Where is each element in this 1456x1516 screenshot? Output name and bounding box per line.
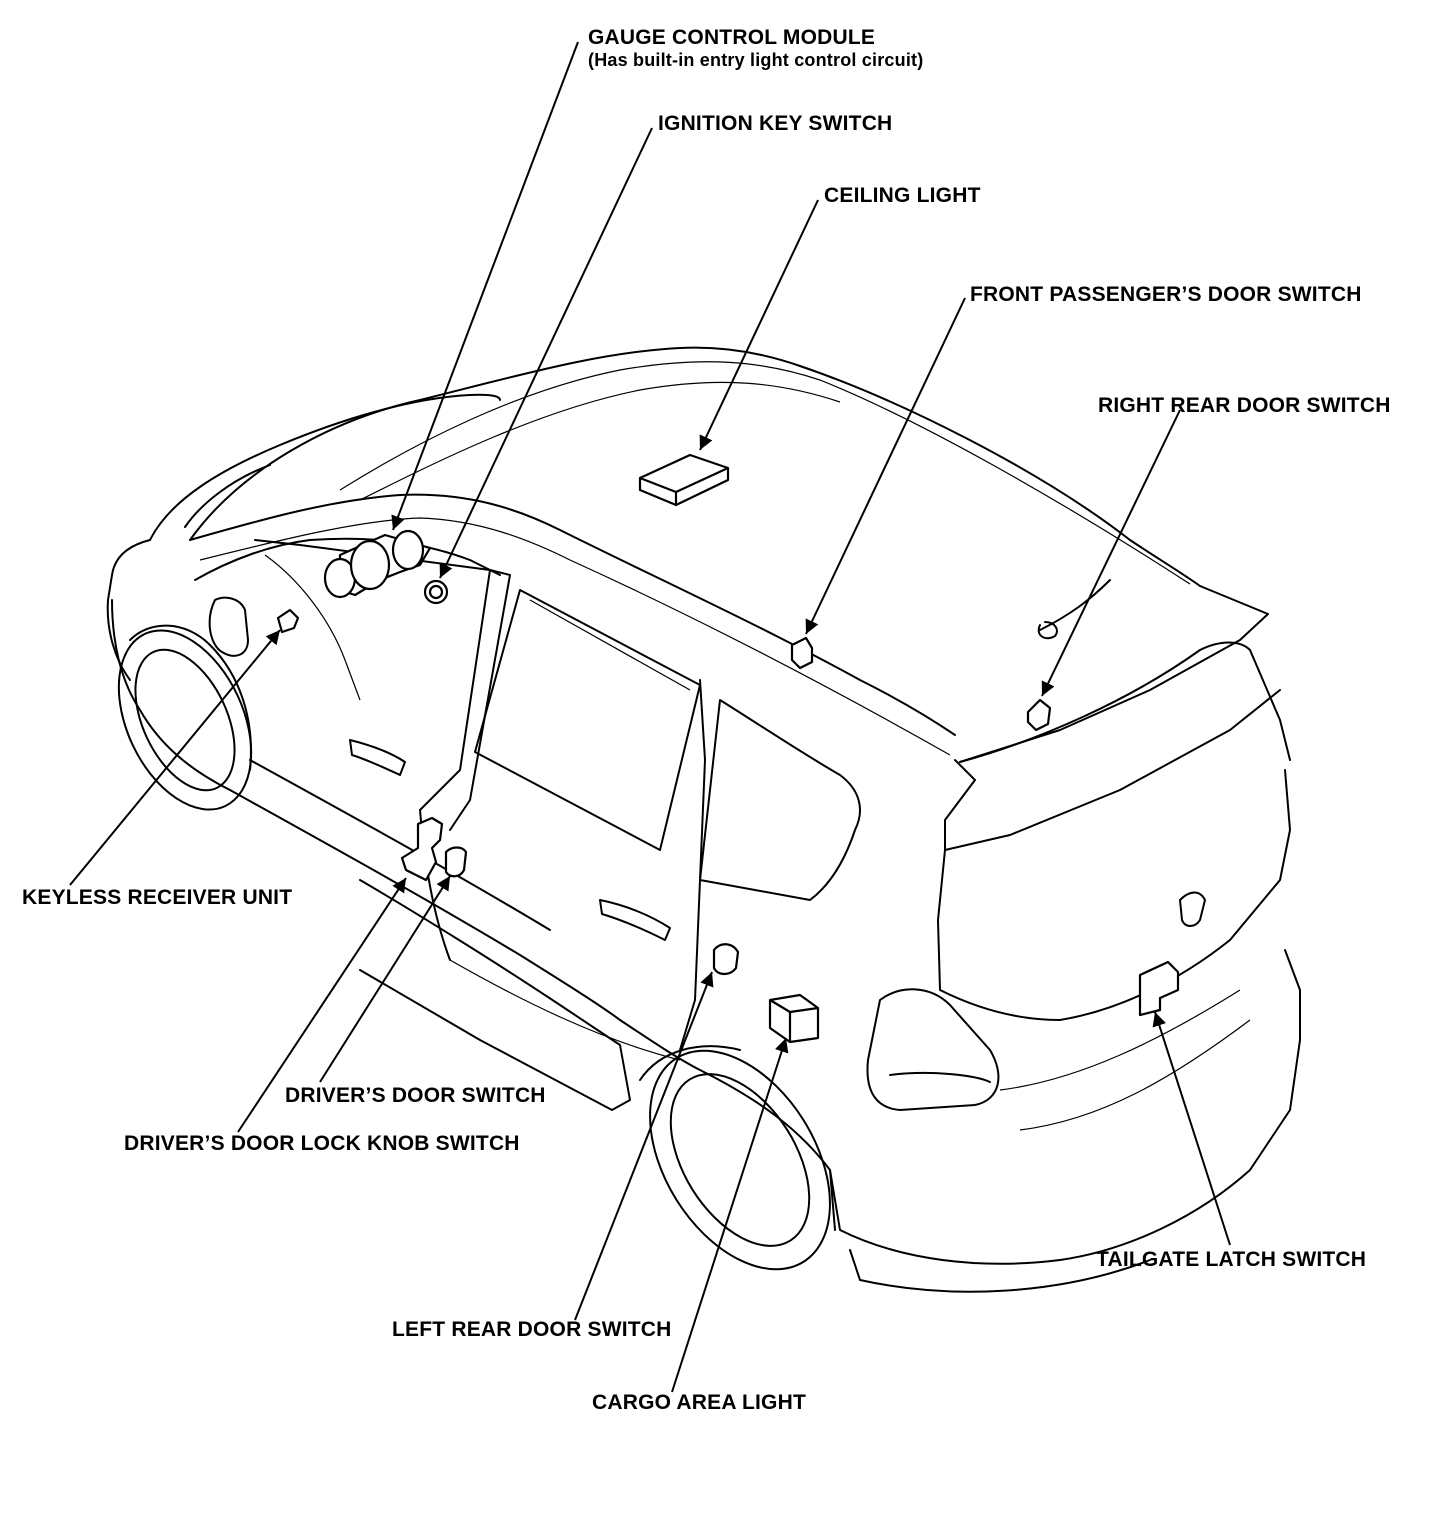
front-door-handle (349, 739, 406, 776)
label-drivers-door-lock-knob-switch: DRIVER’S DOOR LOCK KNOB SWITCH (124, 1132, 520, 1155)
windshield-base (194, 537, 501, 581)
label-ceiling-light: CEILING LIGHT (824, 184, 981, 207)
front-passenger-door-switch (790, 636, 814, 670)
leader-drivers-door-lock-knob-switch (237, 877, 407, 1133)
gauge-control-module-note: (Has built-in entry light control circui… (588, 50, 924, 70)
ignition-key-switch (423, 579, 449, 605)
b-pillar (449, 569, 511, 831)
tailgate-outline (937, 769, 1291, 1021)
roof-side-edge (189, 493, 956, 736)
leader-keyless-receiver-unit (69, 629, 281, 886)
leader-front-passenger-door-switch (805, 297, 966, 635)
rear-quarter-window (699, 699, 861, 901)
body-side-lower (229, 789, 621, 1021)
hood-outline (149, 393, 501, 541)
label-drivers-door-switch: DRIVER’S DOOR SWITCH (285, 1084, 546, 1107)
car-body-outline (106, 346, 1301, 1293)
rear-spoiler (944, 689, 1281, 851)
rear-door-window (474, 589, 701, 851)
leader-lines (69, 41, 1231, 1393)
tailgate-glass (959, 641, 1291, 763)
leader-gauge-control-module (391, 41, 579, 531)
label-front-passenger-door-switch: FRONT PASSENGER’S DOOR SWITCH (970, 283, 1362, 306)
keyless-receiver-unit (276, 608, 300, 634)
label-ignition-key-switch: IGNITION KEY SWITCH (658, 112, 893, 135)
roof-outline (189, 346, 1201, 587)
leader-ceiling-light (699, 199, 819, 451)
ceiling-light (638, 453, 730, 507)
front-wheel (117, 629, 253, 811)
label-gauge-control-module: GAUGE CONTROL MODULE (Has built-in entry… (588, 26, 923, 70)
leader-drivers-door-switch (319, 875, 451, 1083)
roof-rear-edge (959, 585, 1269, 763)
label-right-rear-door-switch: RIGHT REAR DOOR SWITCH (1098, 394, 1391, 417)
label-left-rear-door-switch: LEFT REAR DOOR SWITCH (392, 1318, 672, 1341)
leader-tailgate-latch-switch (1152, 1011, 1231, 1246)
license-plate-light (1179, 891, 1206, 927)
label-keyless-receiver-unit: KEYLESS RECEIVER UNIT (22, 886, 293, 909)
rear-fender (619, 1019, 836, 1231)
front-fender (111, 599, 231, 791)
rear-door-handle (599, 899, 671, 941)
label-tailgate-latch-switch: TAILGATE LATCH SWITCH (1096, 1248, 1367, 1271)
rear-bumper (829, 949, 1301, 1265)
leader-ignition-key-switch (439, 127, 653, 579)
side-mirror (208, 596, 249, 657)
cargo-area-light (768, 993, 820, 1044)
roof-antenna (1037, 579, 1111, 640)
label-cargo-area-light: CARGO AREA LIGHT (592, 1391, 806, 1414)
rear-wheel (649, 1049, 831, 1271)
rocker-panel (359, 879, 631, 1111)
gauge-control-module-title: GAUGE CONTROL MODULE (588, 26, 876, 49)
gauge-control-module (323, 529, 432, 599)
tail-light (866, 988, 1000, 1111)
tailgate-latch-switch (1138, 960, 1180, 1017)
leader-cargo-area-light (671, 1037, 789, 1393)
leader-right-rear-door-switch (1041, 409, 1181, 697)
drivers-door-lock-knob-switch (400, 816, 444, 882)
leader-left-rear-door-switch (574, 971, 714, 1321)
left-rear-door-switch (712, 943, 740, 976)
right-rear-door-switch (1026, 698, 1052, 732)
drivers-door-switch (444, 846, 468, 878)
